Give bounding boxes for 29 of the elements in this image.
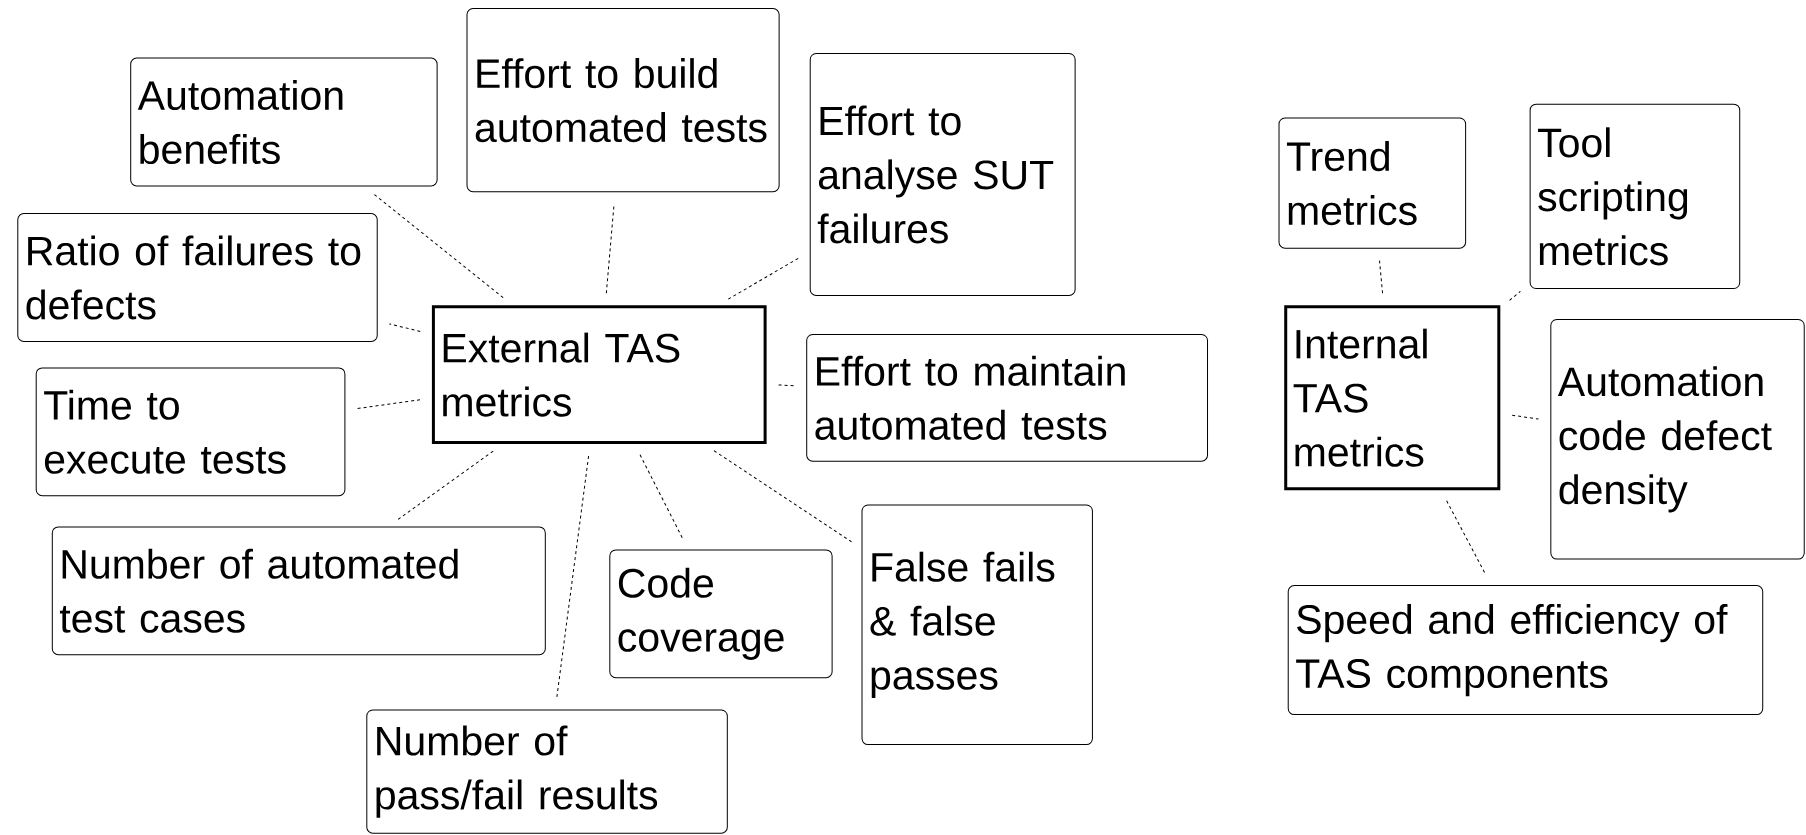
metric-group-box: External TAS metrics bbox=[431, 305, 767, 445]
connector-line bbox=[713, 450, 852, 543]
metric-box: False fails & false passes bbox=[861, 504, 1093, 746]
metric-box: Speed and efficiency of TAS components bbox=[1287, 585, 1764, 716]
metric-group-box: Internal TAS metrics bbox=[1284, 305, 1501, 491]
metric-box: Number of automated test cases bbox=[51, 526, 546, 656]
connector-line bbox=[388, 323, 421, 332]
metric-box: Time to execute tests bbox=[35, 367, 346, 497]
metric-box: Number of pass/fail results bbox=[366, 709, 728, 834]
connector-line bbox=[727, 257, 800, 300]
metric-box: Automation benefits bbox=[130, 57, 438, 187]
metric-box: Code coverage bbox=[609, 549, 833, 679]
metric-box: Tool scripting metrics bbox=[1529, 103, 1741, 289]
metric-box: Trend metrics bbox=[1278, 117, 1467, 249]
connector-line bbox=[778, 384, 795, 387]
metric-box: Effort to analyse SUT failures bbox=[809, 53, 1076, 296]
connector-line bbox=[356, 399, 421, 410]
connector-line bbox=[639, 454, 684, 540]
connector-line bbox=[1446, 500, 1487, 575]
metric-box: Effort to build automated tests bbox=[466, 8, 780, 193]
connector-line bbox=[1509, 290, 1521, 301]
connector-line bbox=[1511, 414, 1539, 420]
metric-box: Automation code defect density bbox=[1550, 319, 1805, 560]
connector-line bbox=[556, 455, 590, 699]
connector-line bbox=[397, 450, 494, 520]
connector-line bbox=[1379, 260, 1384, 294]
metric-box: Ratio of failures to defects bbox=[17, 213, 378, 342]
connector-line bbox=[373, 193, 504, 299]
metric-box: Effort to maintain automated tests bbox=[806, 334, 1208, 462]
